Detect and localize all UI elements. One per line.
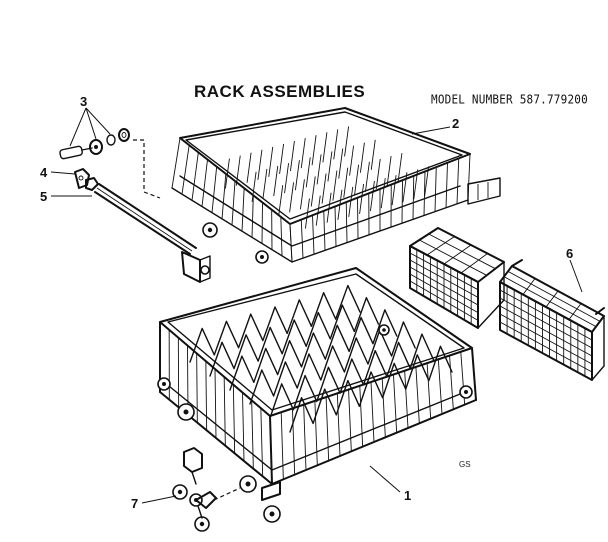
wheel-assembly: [172, 447, 241, 532]
leader-lines: [50, 107, 583, 504]
lower-rack: [157, 267, 477, 523]
callout-2: 2: [452, 116, 460, 131]
drawing-code: GS: [459, 460, 471, 469]
callout-5: 5: [40, 189, 48, 204]
upper-rack: [171, 107, 501, 264]
pivot-hardware: [59, 128, 130, 160]
callout-4: 4: [40, 165, 48, 180]
alignment-line: [133, 139, 161, 199]
diagram-title: RACK ASSEMBLIES: [194, 82, 366, 101]
silverware-baskets: [409, 227, 605, 381]
callout-6: 6: [566, 246, 574, 261]
callout-1: 1: [404, 488, 412, 503]
model-number: MODEL NUMBER 587.779200: [431, 92, 588, 107]
callout-7: 7: [131, 496, 139, 511]
callout-3: 3: [80, 94, 88, 109]
rack-rail: [85, 177, 211, 283]
